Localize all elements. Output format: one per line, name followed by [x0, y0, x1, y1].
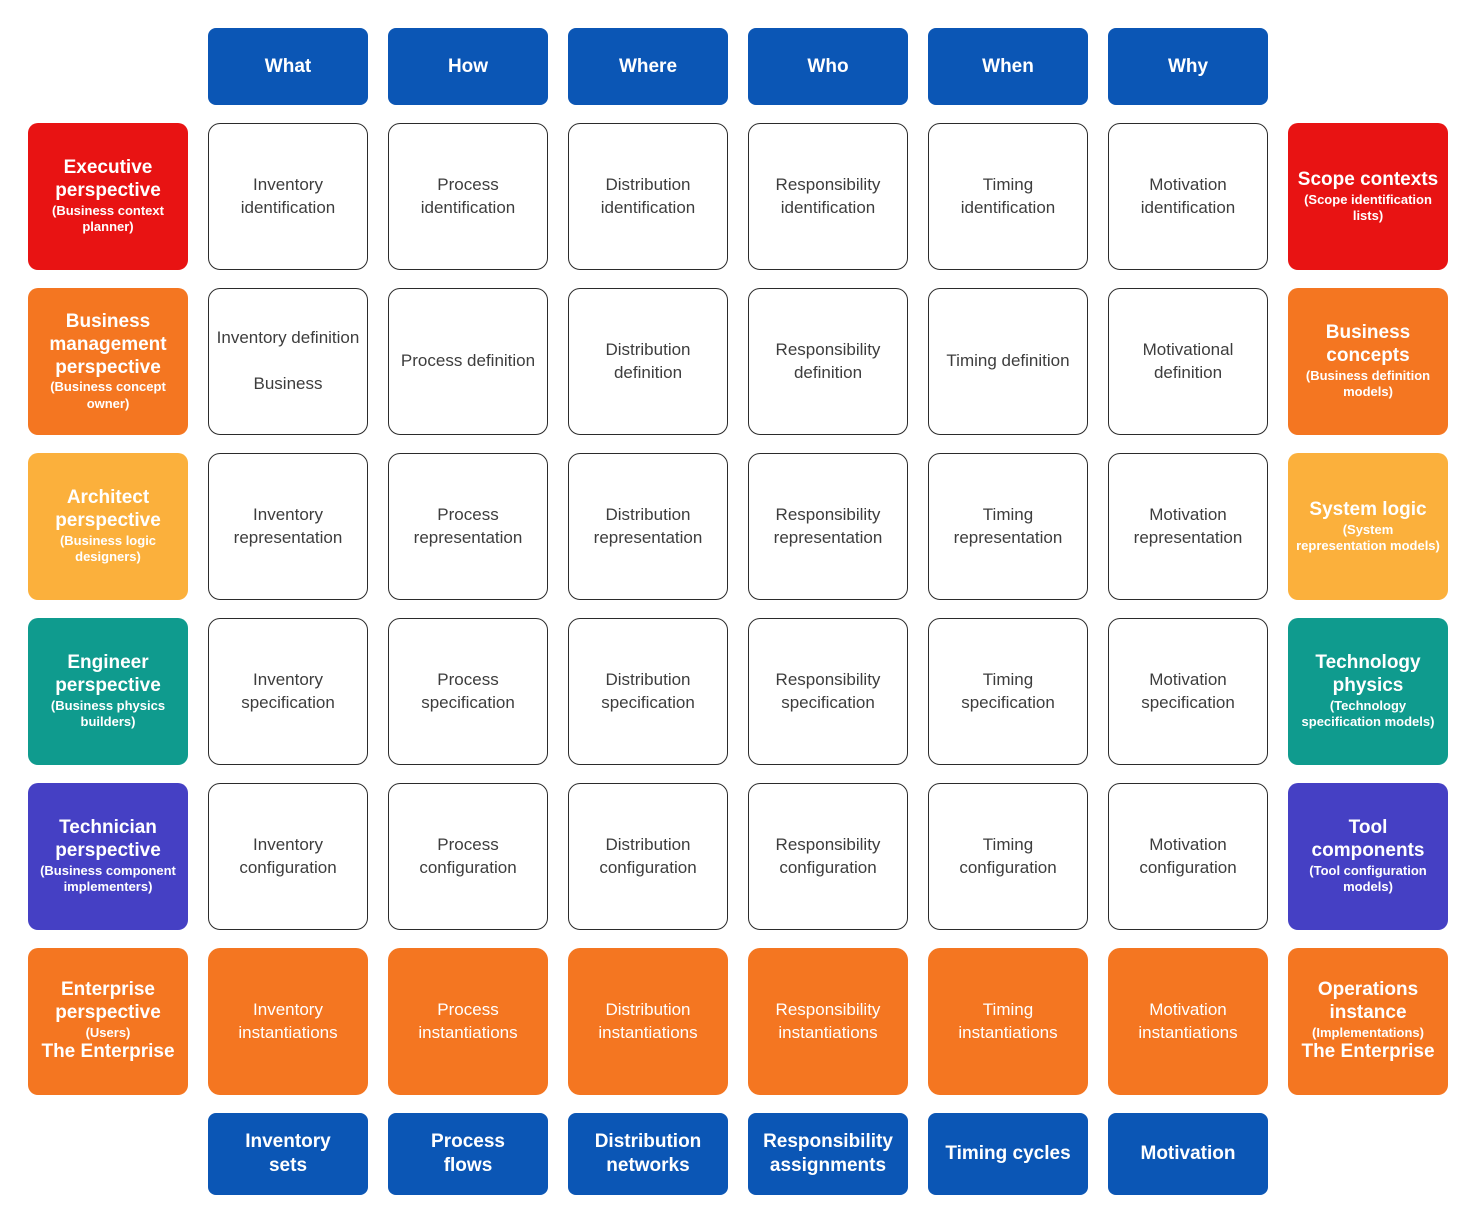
artifact-subtitle: (System representation models) [1296, 521, 1440, 553]
artifact-technology-physics: Technology physics (Technology specifica… [1288, 618, 1448, 765]
cell-responsibility-definition: Responsibility definition [748, 288, 908, 435]
artifact-subtitle: (Business definition models) [1305, 368, 1431, 400]
cell-motivation-representation: Motivation representation [1108, 453, 1268, 600]
footer-timing-cycles: Timing cycles [928, 1113, 1088, 1195]
perspective-business-management: Business management perspective (Busines… [28, 288, 188, 435]
cell-distribution-identification: Distribution identification [568, 123, 728, 270]
perspective-subtitle: (Business physics builders) [50, 698, 166, 730]
artifact-tool-components: Tool components (Tool configuration mode… [1288, 783, 1448, 930]
artifact-title: Tool components [1311, 817, 1425, 862]
cell-distribution-representation: Distribution representation [568, 453, 728, 600]
perspective-title: Technician perspective [55, 817, 161, 862]
header-who: Who [748, 28, 908, 105]
artifact-scope-contexts: Scope contexts (Scope identification lis… [1288, 123, 1448, 270]
perspective-subtitle: (Users) [85, 1024, 131, 1040]
cell-inventory-specification: Inventory specification [208, 618, 368, 765]
artifact-system-logic: System logic (System representation mode… [1288, 453, 1448, 600]
cell-responsibility-representation: Responsibility representation [748, 453, 908, 600]
perspective-subtitle: (Business context planner) [52, 203, 164, 235]
corner-top-right [1288, 28, 1448, 105]
cell-process-representation: Process representation [388, 453, 548, 600]
cell-process-definition: Process definition [388, 288, 548, 435]
footer-motivation: Motivation [1108, 1113, 1268, 1195]
cell-timing-identification: Timing identification [928, 123, 1088, 270]
perspective-suffix: The Enterprise [41, 1041, 175, 1063]
perspective-technician: Technician perspective (Business compone… [28, 783, 188, 930]
artifact-title: System logic [1309, 498, 1427, 520]
cell-distribution-configuration: Distribution configuration [568, 783, 728, 930]
cell-inventory-instantiations: Inventory instantiations [208, 948, 368, 1095]
perspective-title: Architect perspective [55, 487, 161, 532]
cell-responsibility-configuration: Responsibility configuration [748, 783, 908, 930]
header-where: Where [568, 28, 728, 105]
artifact-subtitle: (Tool configuration models) [1309, 863, 1427, 895]
cell-motivational-definition: Motivational definition [1108, 288, 1268, 435]
artifact-suffix: The Enterprise [1301, 1041, 1435, 1063]
cell-timing-configuration: Timing configuration [928, 783, 1088, 930]
cell-distribution-instantiations: Distribution instantiations [568, 948, 728, 1095]
corner-bottom-left [28, 1113, 188, 1195]
header-how: How [388, 28, 548, 105]
artifact-title: Operations instance [1317, 979, 1419, 1023]
perspective-title: Engineer perspective [55, 652, 161, 697]
cell-motivation-specification: Motivation specification [1108, 618, 1268, 765]
perspective-subtitle: (Business component implementers) [40, 863, 176, 895]
header-why: Why [1108, 28, 1268, 105]
footer-inventory-sets: Inventory sets [208, 1113, 368, 1195]
cell-process-specification: Process specification [388, 618, 548, 765]
artifact-business-concepts: Business concepts (Business definition m… [1288, 288, 1448, 435]
cell-process-identification: Process identification [388, 123, 548, 270]
perspective-executive: Executive perspective (Business context … [28, 123, 188, 270]
cell-inventory-configuration: Inventory configuration [208, 783, 368, 930]
artifact-subtitle: (Implementations) [1312, 1024, 1424, 1040]
perspective-title: Enterprise perspective [55, 979, 161, 1023]
cell-timing-representation: Timing representation [928, 453, 1088, 600]
cell-inventory-identification: Inventory identification [208, 123, 368, 270]
perspective-title: Executive perspective [55, 157, 161, 202]
cell-timing-instantiations: Timing instantiations [928, 948, 1088, 1095]
perspective-architect: Architect perspective (Business logic de… [28, 453, 188, 600]
cell-distribution-specification: Distribution specification [568, 618, 728, 765]
cell-motivation-configuration: Motivation configuration [1108, 783, 1268, 930]
header-what: What [208, 28, 368, 105]
artifact-operations-instance: Operations instance (Implementations) Th… [1288, 948, 1448, 1095]
cell-responsibility-specification: Responsibility specification [748, 618, 908, 765]
cell-motivation-instantiations: Motivation instantiations [1108, 948, 1268, 1095]
cell-inventory-representation: Inventory representation [208, 453, 368, 600]
cell-timing-definition: Timing definition [928, 288, 1088, 435]
corner-top-left [28, 28, 188, 105]
perspective-enterprise: Enterprise perspective (Users) The Enter… [28, 948, 188, 1095]
header-when: When [928, 28, 1088, 105]
footer-process-flows: Process flows [388, 1113, 548, 1195]
cell-responsibility-identification: Responsibility identification [748, 123, 908, 270]
perspective-subtitle: (Business logic designers) [59, 533, 157, 565]
footer-responsibility-assignments: Responsibility assignments [748, 1113, 908, 1195]
artifact-title: Technology physics [1315, 652, 1421, 697]
cell-process-instantiations: Process instantiations [388, 948, 548, 1095]
perspective-title: Business management perspective [49, 311, 167, 378]
artifact-subtitle: (Scope identification lists) [1304, 191, 1432, 223]
cell-responsibility-instantiations: Responsibility instantiations [748, 948, 908, 1095]
artifact-title: Scope contexts [1297, 168, 1439, 190]
perspective-engineer: Engineer perspective (Business physics b… [28, 618, 188, 765]
cell-motivation-identification: Motivation identification [1108, 123, 1268, 270]
artifact-title: Business concepts [1325, 322, 1411, 367]
perspective-subtitle: (Business concept owner) [50, 379, 166, 411]
footer-distribution-networks: Distribution networks [568, 1113, 728, 1195]
cell-distribution-definition: Distribution definition [568, 288, 728, 435]
cell-inventory-definition: Inventory definition Business [208, 288, 368, 435]
cell-process-configuration: Process configuration [388, 783, 548, 930]
corner-bottom-right [1288, 1113, 1448, 1195]
artifact-subtitle: (Technology specification models) [1301, 698, 1435, 730]
cell-timing-specification: Timing specification [928, 618, 1088, 765]
